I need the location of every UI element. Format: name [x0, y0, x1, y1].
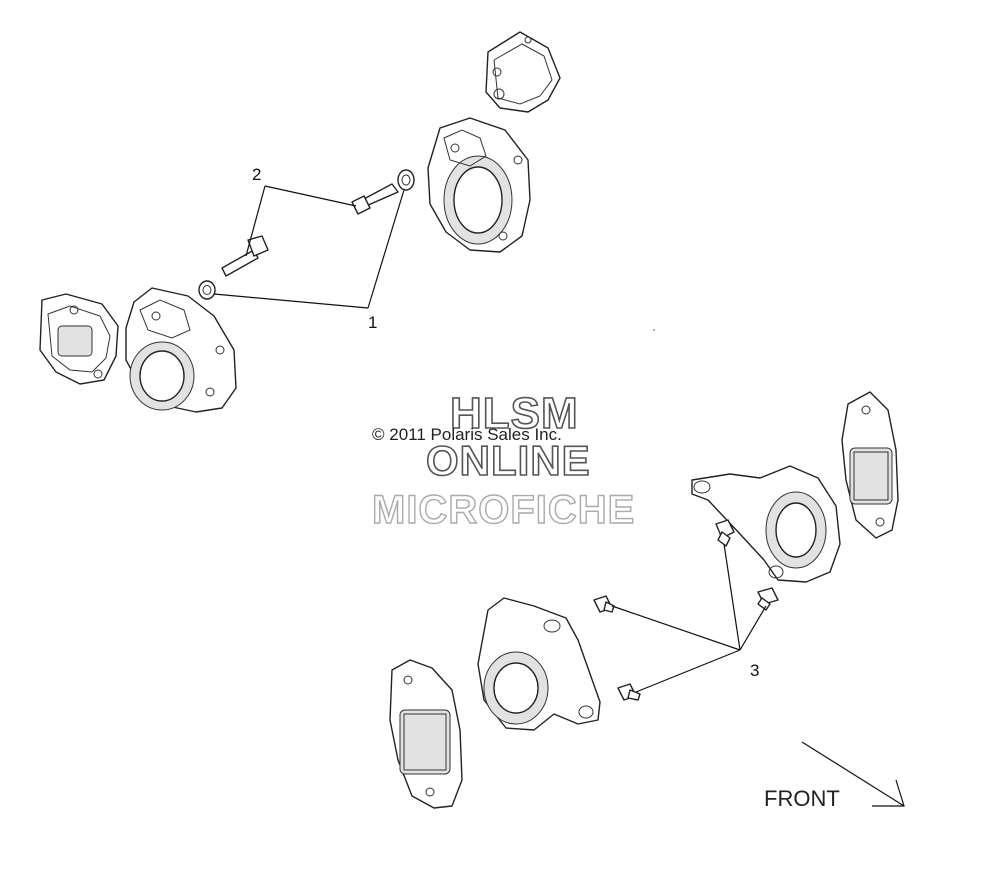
washer-upper	[397, 169, 415, 191]
leader-lines-item-1	[213, 189, 405, 309]
hub-knuckle-upper-right	[427, 117, 531, 253]
caliper-upper-right	[485, 31, 561, 113]
caliper-upper-left	[39, 293, 119, 385]
watermark-line-1: HLSM	[449, 389, 579, 438]
bolt-lower-c	[757, 587, 779, 611]
washer-lower	[198, 280, 216, 300]
front-arrow	[801, 741, 905, 807]
watermark-line-3: MICROFICHE	[371, 488, 636, 532]
bolt-lower-a	[715, 519, 735, 547]
bolt-upper-a	[351, 183, 399, 215]
front-label: FRONT	[764, 786, 840, 811]
leader-lines-item-3	[611, 543, 767, 693]
bolt-lower-d	[617, 683, 641, 701]
callout-3: 3	[750, 661, 759, 680]
bolt-lower-b	[593, 595, 615, 613]
bolt-upper-b	[221, 235, 269, 277]
stray-mark	[653, 329, 655, 331]
watermark-line-2: ONLINE	[425, 437, 591, 484]
copyright-notice: © 2011 Polaris Sales Inc.	[372, 425, 562, 444]
caliper-lower-right	[841, 391, 899, 539]
leader-lines-item-2	[245, 185, 357, 257]
steering-knuckle-lower-right	[691, 465, 841, 583]
callout-1: 1	[368, 313, 377, 332]
steering-knuckle-lower-left	[477, 597, 601, 731]
hub-knuckle-upper-left	[125, 287, 237, 413]
callout-2: 2	[252, 165, 261, 184]
caliper-lower-left	[389, 659, 463, 809]
